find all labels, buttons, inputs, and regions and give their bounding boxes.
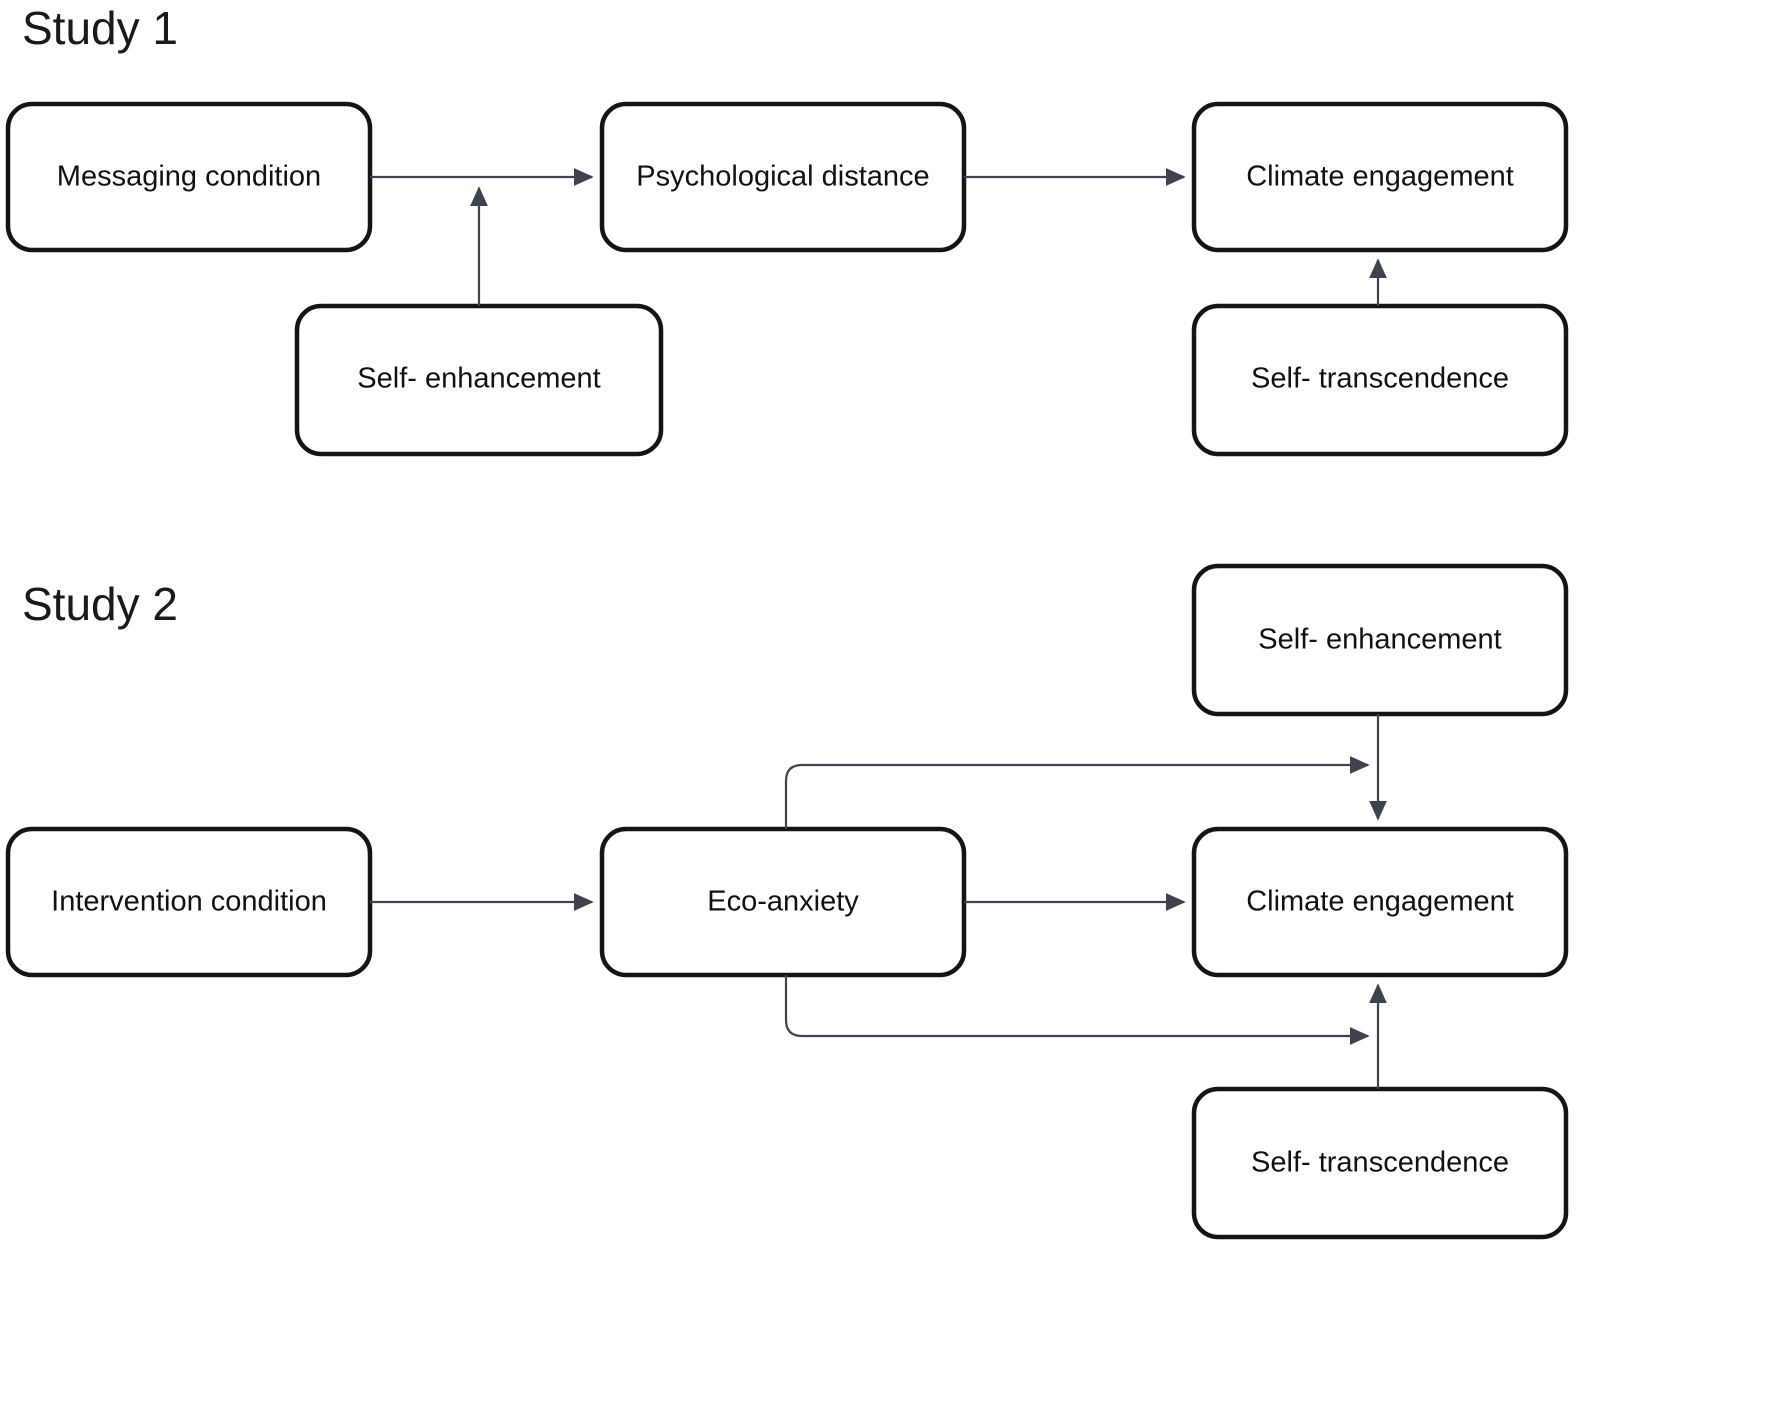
- edge-eco-anxiety-moderates-self-transcendence-path: [784, 975, 1370, 1045]
- node-label-self-transcendence-study2: Self- transcendence: [1251, 1147, 1509, 1179]
- node-self-transcendence-study1[interactable]: Self- transcendence: [1191, 303, 1569, 457]
- node-box-self-transcendence-study2: [1191, 1086, 1569, 1240]
- node-climate-engagement-study1[interactable]: Climate engagement: [1191, 101, 1569, 253]
- study-1-title: Study 1: [22, 2, 178, 54]
- node-label-self-enhancement-study2: Self- enhancement: [1258, 624, 1501, 656]
- node-self-transcendence-study2[interactable]: Self- transcendence: [1191, 1086, 1569, 1240]
- node-self-enhancement-study2[interactable]: Self- enhancement: [1191, 563, 1569, 717]
- node-label-climate-engagement-study2: Climate engagement: [1246, 886, 1514, 918]
- node-box-climate-engagement-study1: [1191, 101, 1569, 253]
- node-climate-engagement-study2[interactable]: Climate engagement: [1191, 826, 1569, 978]
- node-label-climate-engagement-study1: Climate engagement: [1246, 161, 1514, 193]
- study-2-title: Study 2: [22, 578, 178, 630]
- node-intervention-condition[interactable]: Intervention condition: [5, 826, 373, 978]
- node-label-self-transcendence-study1: Self- transcendence: [1251, 363, 1509, 395]
- node-label-eco-anxiety: Eco-anxiety: [707, 886, 859, 918]
- node-eco-anxiety[interactable]: Eco-anxiety: [599, 826, 967, 978]
- node-label-messaging-condition: Messaging condition: [57, 161, 321, 193]
- node-psychological-distance[interactable]: Psychological distance: [599, 101, 967, 253]
- node-label-psychological-distance: Psychological distance: [636, 161, 929, 193]
- node-box-climate-engagement-study2: [1191, 826, 1569, 978]
- node-label-intervention-condition: Intervention condition: [51, 886, 327, 918]
- node-self-enhancement-study1[interactable]: Self- enhancement: [294, 303, 664, 457]
- edge-eco-anxiety-moderates-self-enhancement-path: [784, 756, 1370, 829]
- node-messaging-condition[interactable]: Messaging condition: [5, 101, 373, 253]
- node-box-self-transcendence-study1: [1191, 303, 1569, 457]
- node-label-self-enhancement-study1: Self- enhancement: [357, 363, 600, 395]
- node-box-self-enhancement-study2: [1191, 563, 1569, 717]
